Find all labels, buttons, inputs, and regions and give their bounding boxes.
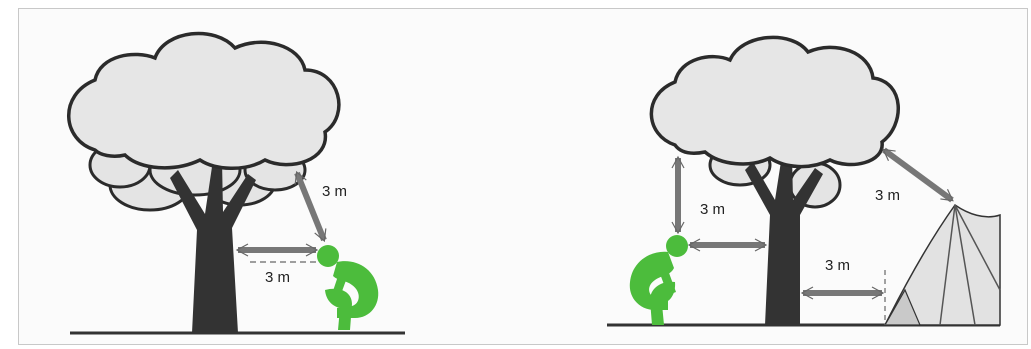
label-diagonal-left: 3 m (322, 183, 347, 200)
left-panel: 3 m 3 m (69, 33, 405, 333)
person-crouching-right (630, 235, 688, 325)
label-horizontal-left: 3 m (265, 269, 290, 286)
tree-canopy-left (69, 33, 339, 168)
label-tent-diagonal: 3 m (875, 187, 900, 204)
tree-canopy-right (651, 37, 898, 166)
arrow-diagonal-left (297, 173, 324, 240)
person-head-left (317, 245, 339, 267)
tree-trunk-right (745, 155, 823, 325)
tree-trunk-left (170, 160, 256, 333)
person-crouching-left (317, 245, 378, 330)
right-panel: 3 m 3 m 3 m (607, 37, 1000, 325)
label-tent-gap: 3 m (825, 257, 850, 274)
tent (885, 205, 1000, 325)
label-vertical-right: 3 m (700, 201, 725, 218)
person-head-right (666, 235, 688, 257)
